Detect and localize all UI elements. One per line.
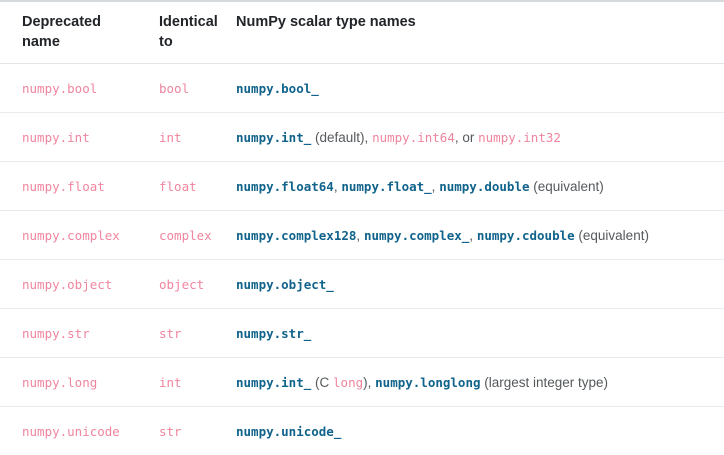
cell-numpy-scalar-type-names: numpy.bool_ xyxy=(236,64,724,113)
table-row: numpy.bool bool numpy.bool_ xyxy=(0,64,724,113)
cell-numpy-scalar-type-names: numpy.int_ (default), numpy.int64, or nu… xyxy=(236,113,724,162)
column-header-identical-to: Identical to xyxy=(145,2,236,64)
deprecated-name-code: numpy.long xyxy=(22,375,97,390)
note-text: (largest integer type) xyxy=(481,375,609,390)
table-row: numpy.complex complex numpy.complex128, nu… xyxy=(0,211,724,260)
cell-numpy-scalar-type-names: numpy.int_ (C long), numpy.longlong (lar… xyxy=(236,358,724,407)
cell-deprecated-name: numpy.float xyxy=(0,162,145,211)
numpy-type-code: numpy.bool_ xyxy=(236,81,319,96)
cell-identical-to: int xyxy=(145,358,236,407)
table-row: numpy.int int numpy.int_ (default), numpy.… xyxy=(0,113,724,162)
column-header-numpy-scalar-type-names: NumPy scalar type names xyxy=(236,2,724,64)
note-text: (equivalent) xyxy=(575,228,649,243)
cell-deprecated-name: numpy.long xyxy=(0,358,145,407)
numpy-type-code: numpy.unicode_ xyxy=(236,424,341,439)
note-text: (default) xyxy=(311,130,364,145)
cell-numpy-scalar-type-names: numpy.unicode_ xyxy=(236,407,724,455)
cell-deprecated-name: numpy.object xyxy=(0,260,145,309)
deprecated-inline-code: long xyxy=(333,375,363,390)
separator-text: , xyxy=(368,375,376,390)
deprecated-name-code: numpy.float xyxy=(22,179,105,194)
numpy-type-code: numpy.float64 xyxy=(236,179,334,194)
numpy-type-code: numpy.object_ xyxy=(236,277,334,292)
cell-identical-to: int xyxy=(145,113,236,162)
cell-numpy-scalar-type-names: numpy.float64, numpy.float_, numpy.doubl… xyxy=(236,162,724,211)
cell-deprecated-name: numpy.int xyxy=(0,113,145,162)
cell-identical-to: complex xyxy=(145,211,236,260)
numpy-type-code: numpy.int_ xyxy=(236,130,311,145)
identical-to-code: bool xyxy=(159,81,189,96)
numpy-type-code: numpy.complex_ xyxy=(364,228,469,243)
numpy-type-code: numpy.double xyxy=(439,179,529,194)
identical-to-code: int xyxy=(159,130,182,145)
numpy-type-code: numpy.longlong xyxy=(375,375,480,390)
column-header-deprecated-name-line1: Deprecated xyxy=(22,12,137,32)
cell-identical-to: float xyxy=(145,162,236,211)
numpy-type-code: numpy.complex128 xyxy=(236,228,356,243)
deprecated-name-code: numpy.int xyxy=(22,130,90,145)
identical-to-code: float xyxy=(159,179,197,194)
column-header-deprecated-name-line2: name xyxy=(22,32,137,52)
deprecated-name-code: numpy.unicode xyxy=(22,424,120,439)
table-row: numpy.long int numpy.int_ (C long), numpy.… xyxy=(0,358,724,407)
cell-identical-to: object xyxy=(145,260,236,309)
deprecated-name-code: numpy.complex xyxy=(22,228,120,243)
identical-to-code: str xyxy=(159,424,182,439)
table-header: Deprecated name Identical to NumPy scala… xyxy=(0,2,724,64)
separator-text: , xyxy=(365,130,373,145)
cell-numpy-scalar-type-names: numpy.object_ xyxy=(236,260,724,309)
note-text: (equivalent) xyxy=(530,179,604,194)
identical-to-code: object xyxy=(159,277,204,292)
deprecated-name-code: numpy.str xyxy=(22,326,90,341)
cell-deprecated-name: numpy.str xyxy=(0,309,145,358)
note-text: (C xyxy=(311,375,333,390)
deprecated-inline-code: numpy.int64 xyxy=(372,130,455,145)
cell-identical-to: str xyxy=(145,309,236,358)
table-header-row: Deprecated name Identical to NumPy scala… xyxy=(0,2,724,64)
numpy-type-code: numpy.cdouble xyxy=(477,228,575,243)
separator-text: , xyxy=(469,228,477,243)
cell-deprecated-name: numpy.bool xyxy=(0,64,145,113)
cell-deprecated-name: numpy.unicode xyxy=(0,407,145,455)
table-row: numpy.str str numpy.str_ xyxy=(0,309,724,358)
table-row: numpy.object object numpy.object_ xyxy=(0,260,724,309)
column-header-numpy-scalar-type-names-line1: NumPy scalar type names xyxy=(236,12,716,32)
numpy-type-code: numpy.str_ xyxy=(236,326,311,341)
table-row: numpy.unicode str numpy.unicode_ xyxy=(0,407,724,455)
deprecated-inline-code: numpy.int32 xyxy=(478,130,561,145)
cell-identical-to: str xyxy=(145,407,236,455)
cell-identical-to: bool xyxy=(145,64,236,113)
column-header-identical-to-line1: Identical xyxy=(159,12,228,32)
column-header-deprecated-name: Deprecated name xyxy=(0,2,145,64)
cell-deprecated-name: numpy.complex xyxy=(0,211,145,260)
column-header-identical-to-line2: to xyxy=(159,32,228,52)
identical-to-code: complex xyxy=(159,228,212,243)
identical-to-code: str xyxy=(159,326,182,341)
deprecated-name-code: numpy.bool xyxy=(22,81,97,96)
separator-text: , xyxy=(356,228,364,243)
identical-to-code: int xyxy=(159,375,182,390)
numpy-type-code: numpy.float_ xyxy=(341,179,431,194)
cell-numpy-scalar-type-names: numpy.str_ xyxy=(236,309,724,358)
separator-text: , or xyxy=(455,130,478,145)
numpy-type-code: numpy.int_ xyxy=(236,375,311,390)
table-row: numpy.float float numpy.float64, numpy.flo… xyxy=(0,162,724,211)
deprecated-name-code: numpy.object xyxy=(22,277,112,292)
cell-numpy-scalar-type-names: numpy.complex128, numpy.complex_, numpy.… xyxy=(236,211,724,260)
